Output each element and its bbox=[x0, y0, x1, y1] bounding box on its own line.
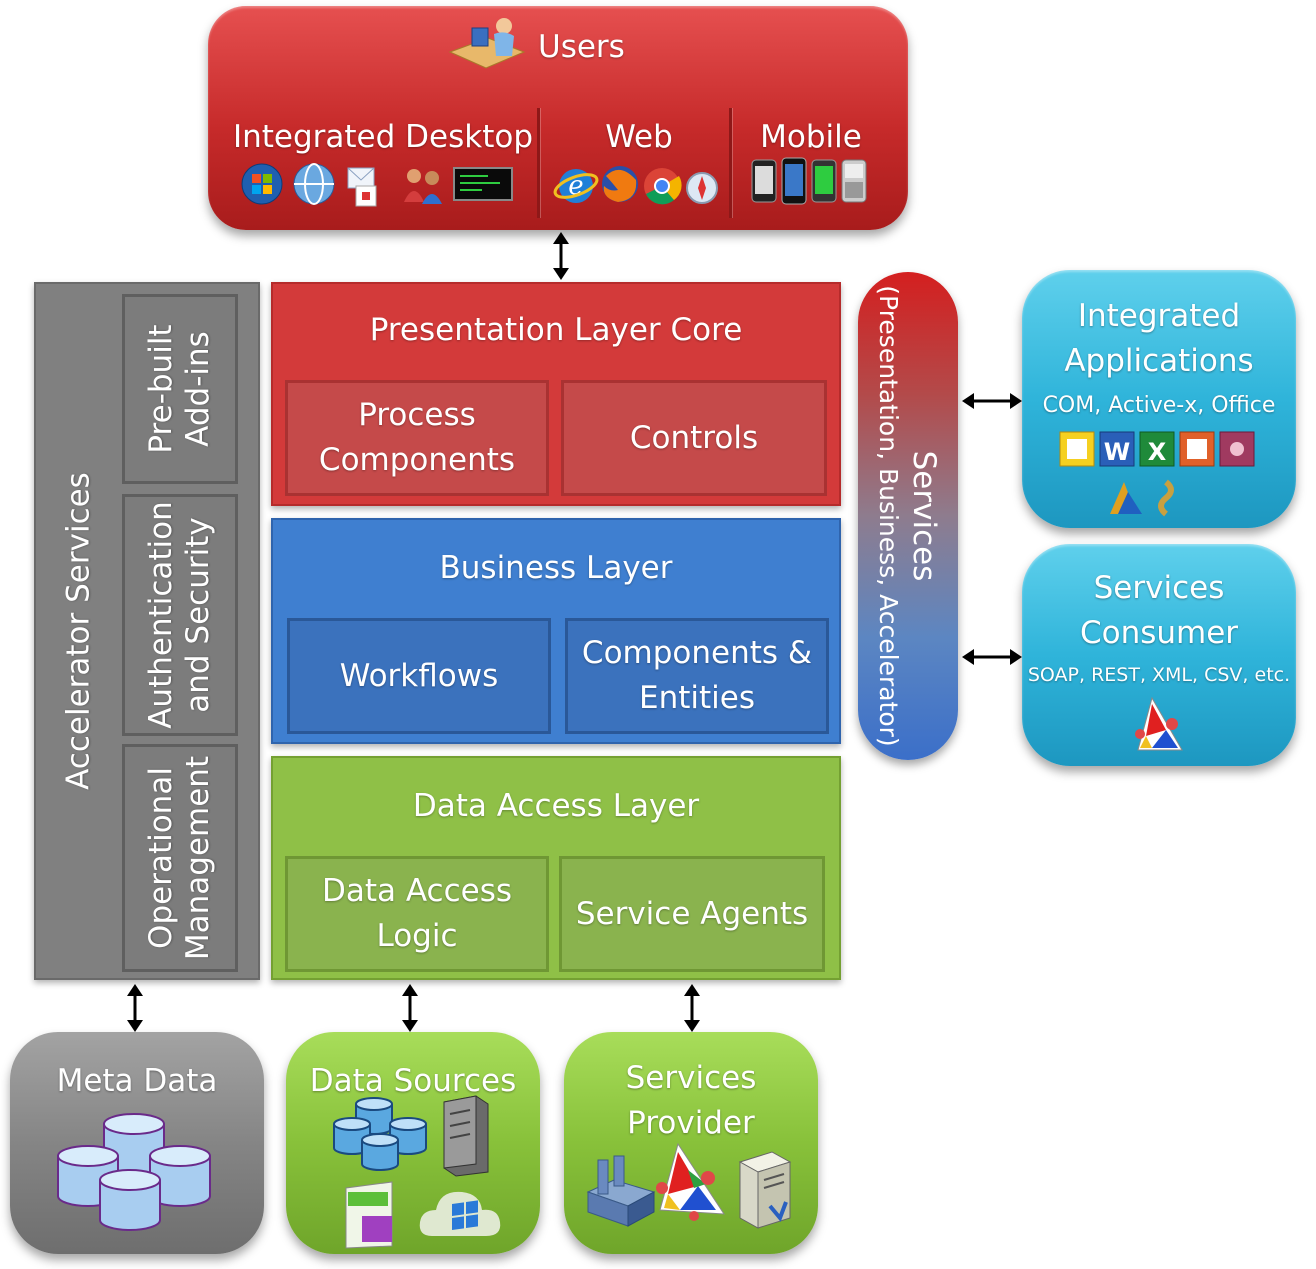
data-access-layer-title: Data Access Layer bbox=[412, 788, 700, 824]
integrated-applications-box: Integrated Applications COM, Active-x, O… bbox=[1022, 270, 1296, 528]
authentication-label-2: and Security bbox=[180, 517, 216, 713]
workflows-label: Workflows bbox=[339, 657, 499, 694]
factory-icon bbox=[586, 1155, 656, 1227]
data-sources-label: Data Sources bbox=[309, 1063, 517, 1099]
mobile-label: Mobile bbox=[760, 119, 862, 155]
svg-text:X: X bbox=[1148, 438, 1167, 466]
integrated-applications-title-2: Applications bbox=[1064, 342, 1254, 379]
authentication-label-1: Authentication bbox=[142, 501, 179, 729]
prebuilt-addins-label-2: Add-ins bbox=[180, 331, 216, 447]
section-divider bbox=[729, 108, 732, 218]
svg-text:W: W bbox=[1104, 438, 1130, 466]
prebuilt-addins-label-1: Pre-built bbox=[142, 324, 179, 454]
services-pill-subtitle: (Presentation, Business, Accelerator) bbox=[874, 285, 904, 747]
services-consumer-subtitle: SOAP, REST, XML, CSV, etc. bbox=[1027, 664, 1291, 686]
services-consumer-title-1: Services bbox=[1093, 570, 1225, 606]
service-prism-icon bbox=[1135, 696, 1183, 751]
business-layer-title: Business Layer bbox=[439, 550, 673, 586]
agents-provider-arrow bbox=[684, 984, 700, 1032]
services-consumer-title-2: Consumer bbox=[1079, 614, 1239, 651]
server-rack-icon bbox=[443, 1095, 489, 1177]
user-at-desk-icon bbox=[448, 18, 526, 69]
services-provider-title-2: Provider bbox=[627, 1104, 755, 1141]
server-tower-icon bbox=[738, 1151, 792, 1229]
operational-label-2: Management bbox=[180, 755, 216, 961]
users-title: Users bbox=[538, 29, 625, 65]
service-agents-box: Service Agents bbox=[559, 856, 825, 972]
data-access-logic-label-1: Data Access bbox=[322, 873, 512, 910]
components-entities-label-1: Components & bbox=[581, 635, 813, 672]
components-entities-box: Components & Entities bbox=[565, 618, 829, 734]
browser-icons: e bbox=[553, 166, 718, 205]
software-box-icon bbox=[345, 1181, 393, 1249]
accelerator-title-area: Accelerator Services bbox=[36, 284, 122, 978]
service-agents-label: Service Agents bbox=[575, 895, 809, 932]
meta-data-box: Meta Data bbox=[10, 1032, 264, 1254]
integrated-applications-title-1: Integrated bbox=[1077, 298, 1241, 334]
operational-label-1: Operational bbox=[142, 767, 179, 949]
controls-box: Controls bbox=[561, 380, 827, 496]
office-app-icons: W X bbox=[1059, 431, 1255, 517]
service-prism-icon bbox=[656, 1142, 725, 1221]
components-entities-label-2: Entities bbox=[639, 680, 755, 716]
integrated-desktop-label: Integrated Desktop bbox=[232, 119, 534, 155]
dal-datasources-arrow bbox=[402, 984, 418, 1032]
desktop-icons bbox=[241, 163, 513, 207]
accelerator-metadata-arrow bbox=[127, 984, 143, 1032]
accelerator-services-title: Accelerator Services bbox=[60, 472, 97, 790]
workflows-box: Workflows bbox=[287, 618, 551, 734]
database-icon bbox=[333, 1097, 427, 1171]
presentation-layer-title: Presentation Layer Core bbox=[369, 312, 743, 348]
services-provider-box: Services Provider bbox=[564, 1032, 818, 1254]
services-provider-title-1: Services bbox=[625, 1060, 757, 1096]
data-sources-box: Data Sources bbox=[286, 1032, 540, 1254]
database-cylinders-icon bbox=[57, 1113, 211, 1231]
pill-integrated-apps-arrow bbox=[962, 393, 1022, 409]
services-consumer-box: Services Consumer SOAP, REST, XML, CSV, … bbox=[1022, 544, 1296, 766]
process-components-label-2: Components bbox=[318, 442, 516, 478]
process-components-label-1: Process bbox=[358, 397, 476, 434]
users-presentation-arrow bbox=[553, 232, 569, 280]
users-panel: Users Integrated Desktop Web Mobile e bbox=[208, 6, 908, 230]
section-divider bbox=[537, 108, 540, 218]
mobile-phone-icons bbox=[751, 157, 867, 205]
controls-label: Controls bbox=[629, 419, 759, 456]
pill-services-consumer-arrow bbox=[962, 649, 1022, 665]
business-layer: Business Layer Workflows Components & Ent… bbox=[271, 518, 841, 744]
web-label: Web bbox=[605, 119, 673, 155]
services-pill-title: Services bbox=[906, 450, 942, 582]
integrated-applications-subtitle: COM, Active-x, Office bbox=[1042, 393, 1276, 418]
cloud-windows-icon bbox=[419, 1191, 501, 1236]
services-pill: Services (Presentation, Business, Accele… bbox=[858, 272, 958, 760]
data-access-logic-label-2: Logic bbox=[376, 918, 458, 954]
meta-data-label: Meta Data bbox=[56, 1063, 218, 1099]
